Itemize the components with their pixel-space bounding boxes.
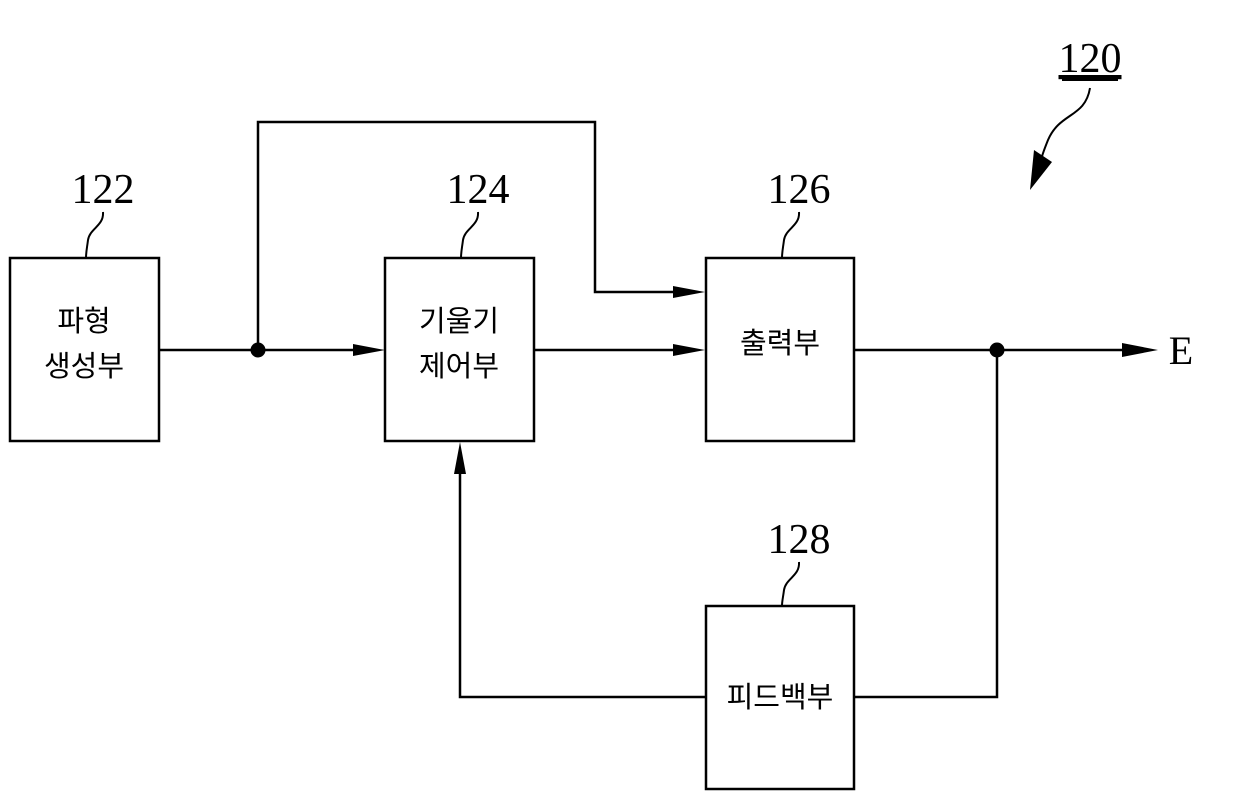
junction-dot-output xyxy=(990,343,1005,358)
output-block: 출력부 xyxy=(706,258,854,441)
figure-reference-number: 120 xyxy=(1059,36,1122,82)
arrowhead-output-e xyxy=(1122,343,1158,357)
waveform-generator-label-line1: 파형 xyxy=(57,304,110,338)
slope-controller-label-line2: 제어부 xyxy=(419,349,499,383)
waveform-generator-leader xyxy=(86,212,103,258)
feedback-block-leader xyxy=(782,562,799,606)
wire-output-to-feedback xyxy=(855,350,997,697)
junction-dot-split xyxy=(251,343,266,358)
output-block-leader xyxy=(782,212,799,258)
feedback-block-label: 피드백부 xyxy=(727,680,834,714)
arrowhead-into-output xyxy=(673,344,705,356)
figure-pointer-arrowhead xyxy=(1030,150,1052,190)
waveform-generator-ref: 122 xyxy=(72,167,135,213)
waveform-generator-label-line2: 생성부 xyxy=(44,349,124,383)
slope-controller-ref: 124 xyxy=(447,167,510,213)
arrowhead-feedback-into-slope xyxy=(454,442,466,474)
arrowhead-bypass-into-output xyxy=(673,286,705,298)
feedback-block-ref: 128 xyxy=(768,517,831,563)
slope-controller-block: 기울기 제어부 xyxy=(385,258,534,441)
figure-pointer-leader xyxy=(1041,88,1090,168)
output-block-label: 출력부 xyxy=(740,326,820,360)
slope-controller-leader xyxy=(461,212,478,258)
arrowhead-into-slope xyxy=(353,344,385,356)
slope-controller-label-line1: 기울기 xyxy=(419,304,499,338)
waveform-generator-block: 파형 생성부 xyxy=(10,258,159,441)
wire-feedback-to-slope xyxy=(460,465,705,697)
output-block-ref: 126 xyxy=(768,167,831,213)
output-label: E xyxy=(1169,328,1193,373)
feedback-block: 피드백부 xyxy=(706,606,854,789)
